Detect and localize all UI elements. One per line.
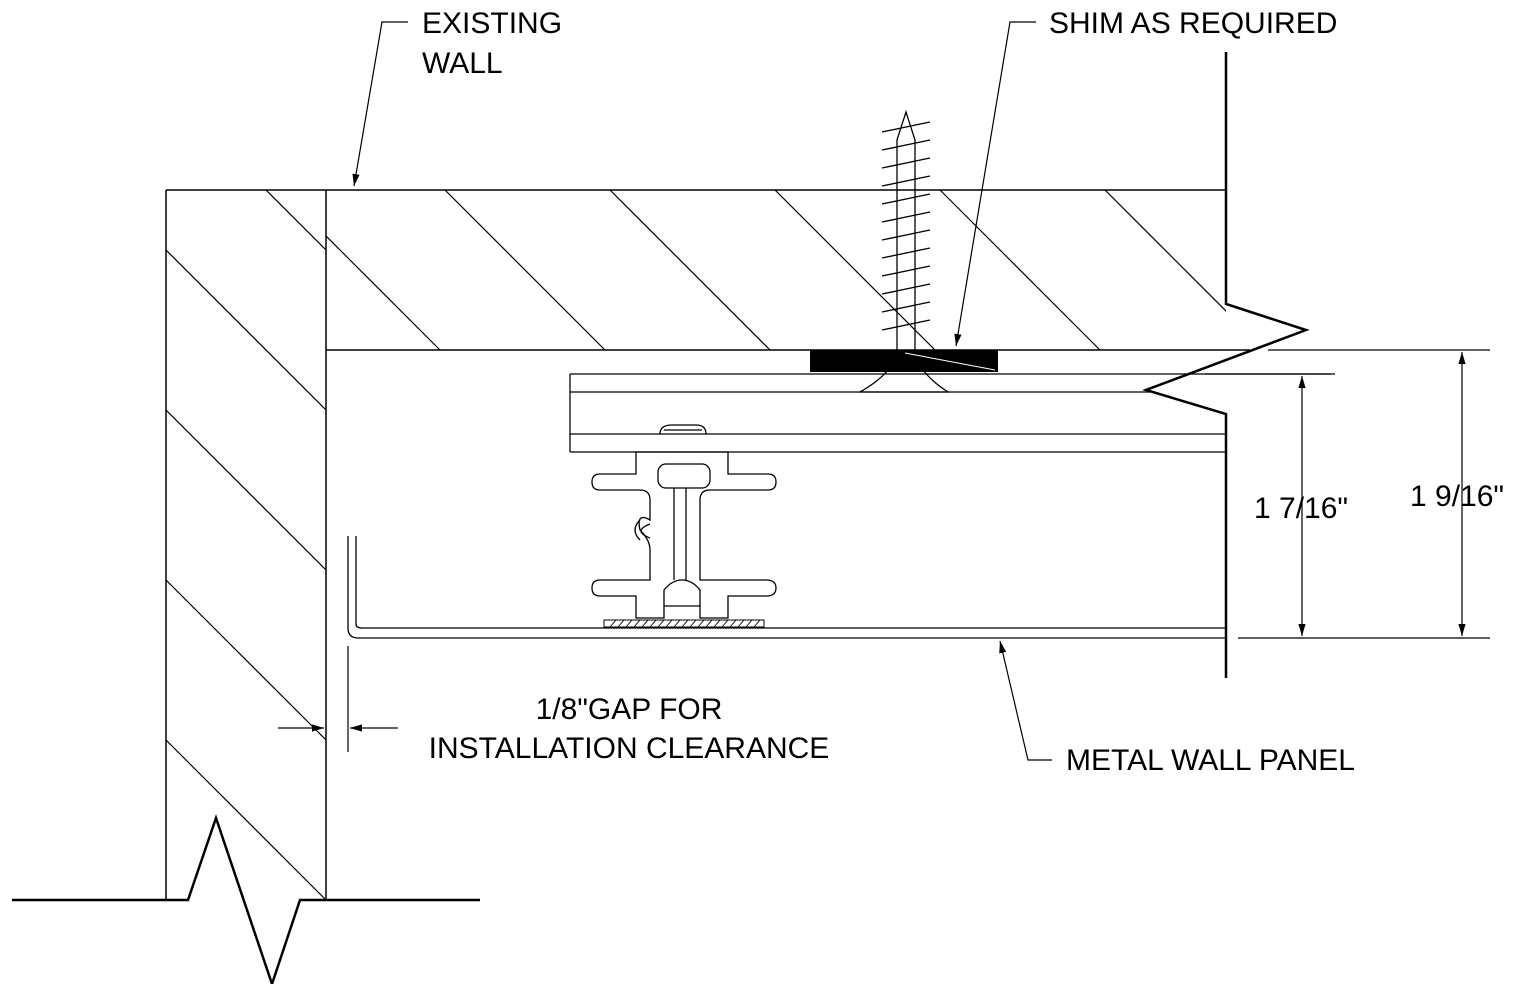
dimension-inner-label: 1 7/16" bbox=[1254, 492, 1348, 525]
top-wall-hatching bbox=[326, 190, 1226, 350]
leader-lines bbox=[352, 21, 1052, 761]
bottom-break-line bbox=[12, 814, 480, 984]
gap-label-line1: 1/8"GAP FOR bbox=[536, 693, 723, 726]
gap-label-line2: INSTALLATION CLEARANCE bbox=[429, 732, 830, 765]
existing-wall-top-section bbox=[166, 189, 1250, 351]
metal-wall-panel-label: METAL WALL PANEL bbox=[1066, 744, 1355, 777]
panel-clip bbox=[591, 451, 777, 619]
existing-wall-left-section bbox=[165, 190, 327, 901]
gasket-strip bbox=[603, 619, 765, 628]
metal-wall-panel bbox=[347, 536, 1226, 639]
shim bbox=[810, 350, 998, 372]
right-break-line bbox=[1142, 52, 1310, 678]
existing-wall-label-line1: EXISTING bbox=[422, 7, 562, 40]
existing-wall-label-line2: WALL bbox=[422, 47, 503, 80]
dimension-lines bbox=[278, 349, 1490, 752]
dimension-outer-label: 1 9/16" bbox=[1410, 480, 1504, 513]
shim-label: SHIM AS REQUIRED bbox=[1049, 7, 1337, 40]
left-wall-hatching bbox=[166, 190, 326, 901]
